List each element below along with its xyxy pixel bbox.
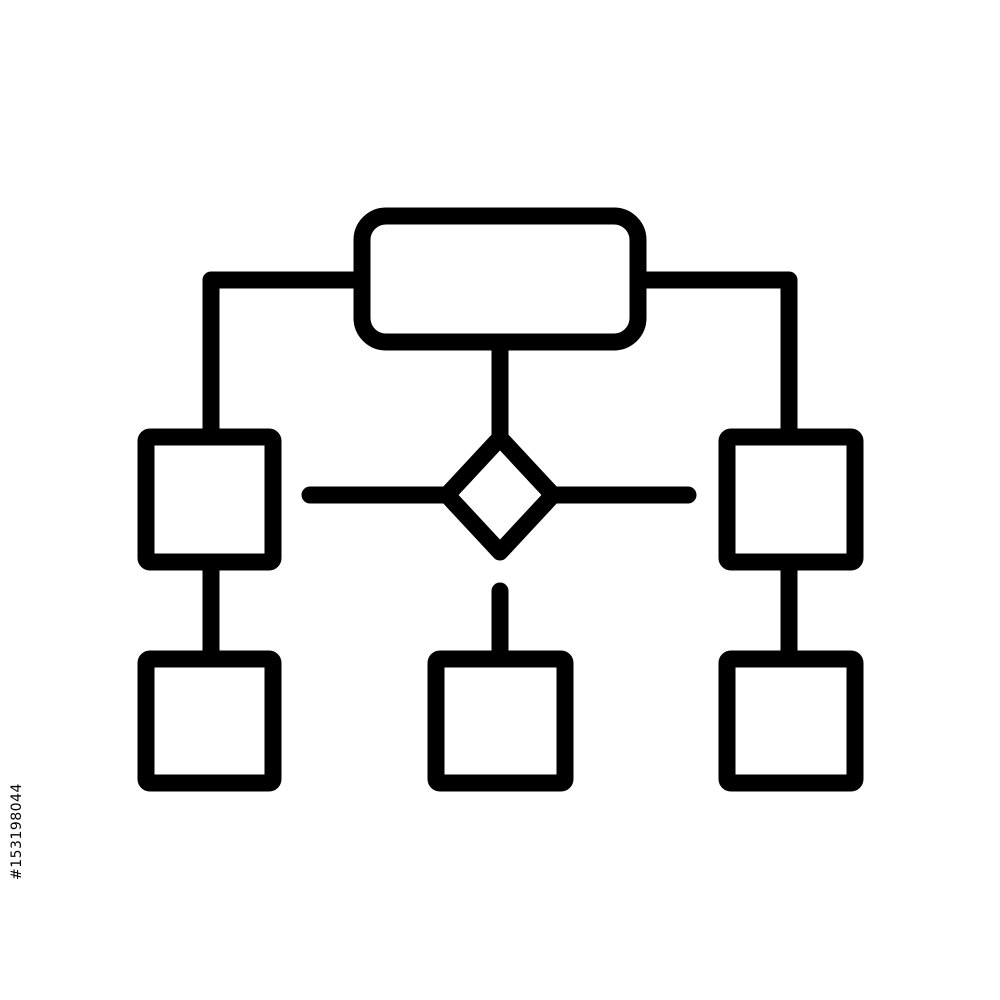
left-upper-box xyxy=(137,428,282,571)
stock-id-watermark: #153198044 xyxy=(9,783,25,881)
top-box xyxy=(353,207,647,351)
decision-diamond xyxy=(438,429,562,561)
flowchart-strokes xyxy=(137,207,864,792)
left-lower-box xyxy=(137,650,282,792)
connector-top-left xyxy=(202,271,365,441)
right-lower-box xyxy=(718,650,864,792)
right-upper-box xyxy=(718,428,864,571)
center-lower-box xyxy=(427,650,574,792)
connector-top-right xyxy=(635,271,798,441)
